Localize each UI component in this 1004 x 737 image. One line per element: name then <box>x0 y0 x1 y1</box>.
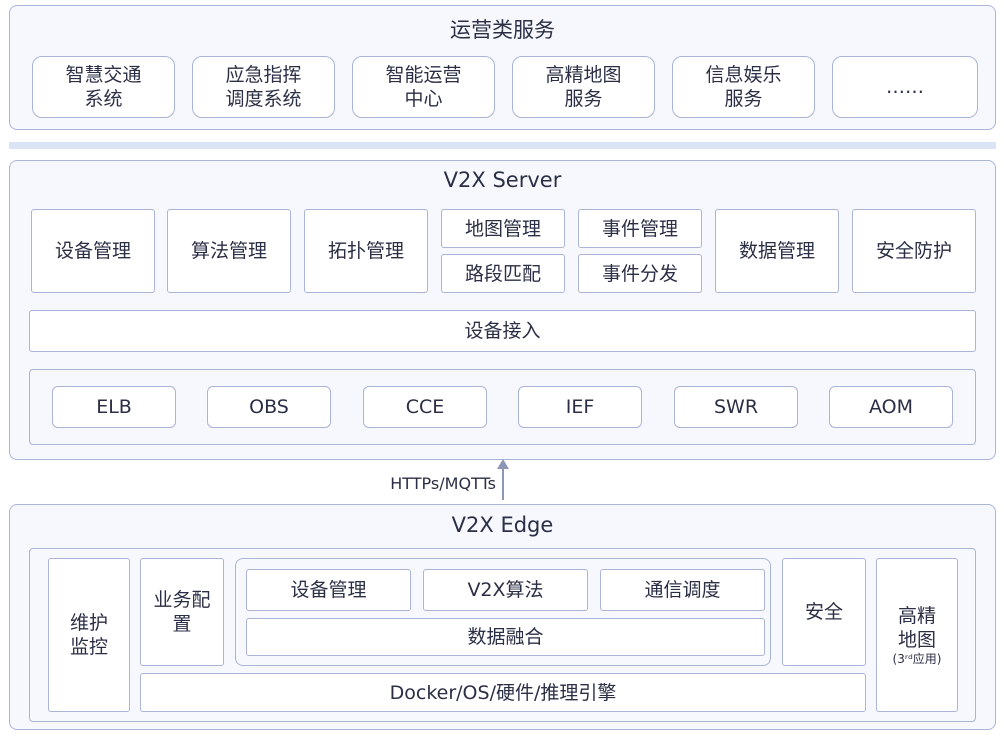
ops-item-ops-center: 智能运营 中心 <box>352 56 495 118</box>
arrow-up-icon <box>497 459 509 469</box>
edge-communication-scheduling: 通信调度 <box>600 569 765 611</box>
edge-to-server-arrow <box>502 466 504 500</box>
edge-hd-map-label: 高精 地图 <box>897 605 936 651</box>
edge-v2x-algorithm: V2X算法 <box>423 569 588 611</box>
operations-title: 运营类服务 <box>450 18 555 42</box>
edge-security: 安全 <box>782 558 866 666</box>
edge-business-config: 业务配 置 <box>140 558 224 666</box>
server-event-distribution: 事件分发 <box>578 254 702 293</box>
edge-hd-map-note: (3ʳᵈ应用) <box>892 652 942 666</box>
server-event-management: 事件管理 <box>578 209 702 248</box>
ops-item-smart-traffic: 智慧交通 系统 <box>32 56 175 118</box>
server-route-matching: 路段匹配 <box>441 254 565 293</box>
server-device-management: 设备管理 <box>31 209 155 293</box>
ops-item-infotainment: 信息娱乐 服务 <box>672 56 815 118</box>
service-cce: CCE <box>363 386 487 428</box>
service-ief: IEF <box>518 386 642 428</box>
section-separator <box>9 142 996 149</box>
server-topology-management: 拓扑管理 <box>304 209 428 293</box>
server-data-management: 数据管理 <box>715 209 839 293</box>
edge-hd-map: 高精 地图 (3ʳᵈ应用) <box>876 558 958 712</box>
service-aom: AOM <box>829 386 953 428</box>
service-obs: OBS <box>207 386 331 428</box>
v2x-edge-title: V2X Edge <box>451 513 554 537</box>
v2x-server-title: V2X Server <box>443 168 562 192</box>
edge-maintenance-monitoring: 维护 监控 <box>48 558 130 712</box>
server-device-access: 设备接入 <box>29 310 976 352</box>
edge-data-fusion: 数据融合 <box>246 618 765 656</box>
server-map-management: 地图管理 <box>441 209 565 248</box>
server-algorithm-management: 算法管理 <box>167 209 291 293</box>
edge-device-management: 设备管理 <box>246 569 411 611</box>
ops-item-hdmap-service: 高精地图 服务 <box>512 56 655 118</box>
service-swr: SWR <box>674 386 798 428</box>
service-elb: ELB <box>52 386 176 428</box>
edge-base-platform: Docker/OS/硬件/推理引擎 <box>140 673 866 712</box>
protocol-label: HTTPs/MQTTs <box>390 474 496 493</box>
cloud-services-container <box>29 369 976 445</box>
ops-item-emergency-dispatch: 应急指挥 调度系统 <box>192 56 335 118</box>
server-security-protection: 安全防护 <box>852 209 976 293</box>
ops-item-more: …… <box>832 56 978 118</box>
